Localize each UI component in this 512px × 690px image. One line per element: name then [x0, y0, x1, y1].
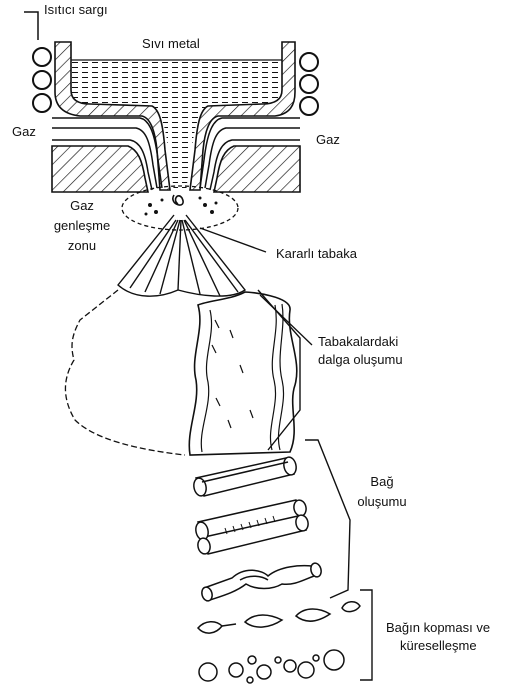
nozzle-block-right [214, 146, 300, 192]
label-gas-expansion-3: zonu [52, 238, 112, 254]
heater-coil-right [300, 53, 318, 115]
label-heater-coil: Isıtıcı sargı [44, 2, 108, 18]
gas-expansion-zone [122, 186, 238, 230]
label-ligament-1: Bağ [352, 474, 412, 490]
label-liquid-metal: Sıvı metal [142, 36, 200, 52]
spheres [199, 650, 344, 683]
label-wave-2: dalga oluşumu [318, 352, 403, 368]
sheet-outline-dashed [65, 290, 185, 455]
label-wave-1: Tabakalardaki [318, 334, 398, 350]
label-gas-left: Gaz [12, 124, 36, 140]
breakup-droplets [198, 602, 360, 633]
nozzle-block-left [52, 146, 148, 192]
ligament-cylinder-2 [194, 499, 309, 555]
ligament-necking [200, 562, 322, 602]
label-stable-layer: Kararlı tabaka [276, 246, 357, 262]
label-ligament-2: oluşumu [352, 494, 412, 510]
heater-coil-leader [24, 12, 38, 40]
stable-layer-leader [200, 228, 266, 252]
label-gas-right: Gaz [316, 132, 340, 148]
bracket-breakup [360, 590, 372, 680]
label-breakup-1: Bağın kopması ve [386, 620, 490, 636]
ligament-cylinder-1 [192, 456, 297, 497]
label-gas-expansion-2: genleşme [52, 218, 112, 234]
nozzle-exit-swirl [173, 195, 183, 205]
label-gas-expansion-1: Gaz [52, 198, 112, 214]
label-breakup-2: küreselleşme [400, 638, 477, 654]
expansion-particles [145, 197, 218, 216]
heater-coil-left [33, 48, 51, 112]
stable-sheet-cone [118, 215, 245, 296]
